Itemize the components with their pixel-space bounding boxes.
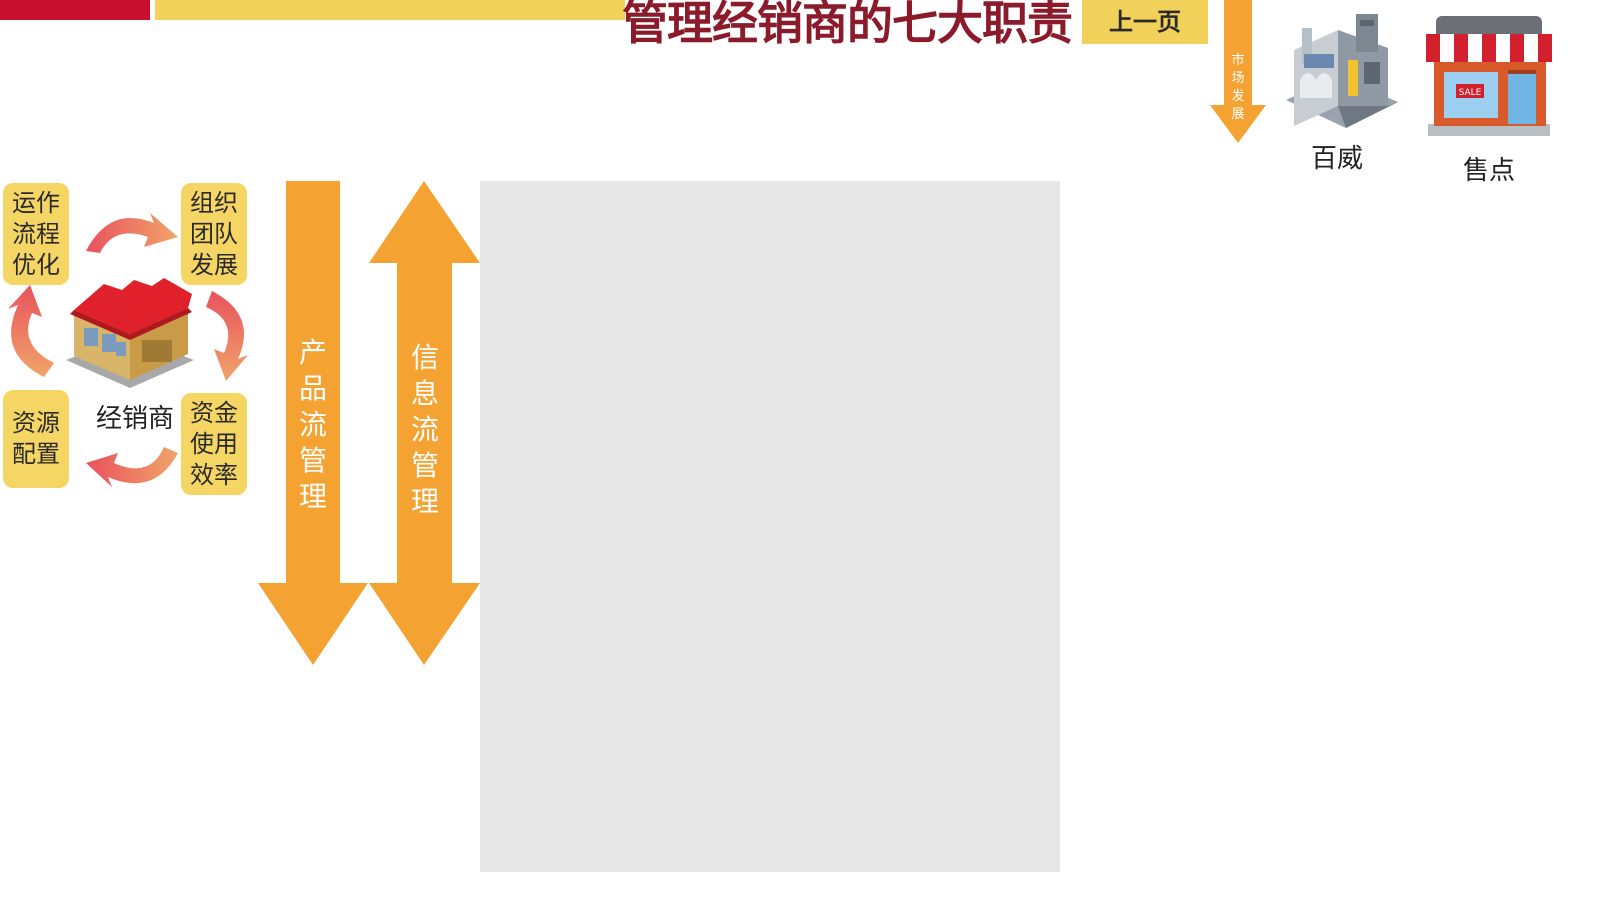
page-title: 管理经销商的七大职责 <box>622 0 1073 50</box>
svg-text:SALE: SALE <box>1459 88 1482 98</box>
warehouse-icon <box>66 278 194 388</box>
previous-page-button[interactable]: 上一页 <box>1082 0 1208 44</box>
market-down-arrow-icon <box>1210 0 1266 143</box>
cycle-arrow-right <box>206 291 248 381</box>
store-icon: SALE <box>1426 16 1552 136</box>
cycle-arrow-top <box>86 213 178 253</box>
capital-efficiency-pill: 资金 使用 效率 <box>181 393 247 495</box>
product-flow-arrow <box>258 181 368 665</box>
cycle-arrow-left <box>8 285 54 377</box>
yellow-accent-bar <box>155 0 625 20</box>
cycle-arrows <box>8 213 248 487</box>
market-development-label: 市 场 发 展 <box>1231 53 1245 122</box>
resource-allocation-pill: 资源 配置 <box>3 390 69 488</box>
brewery-icon <box>1286 14 1398 128</box>
content-panel <box>480 181 1060 872</box>
team-development-pill: 组织 团队 发展 <box>181 183 247 285</box>
outlet-label: 售点 <box>1462 156 1515 186</box>
ops-process-optimization-pill: 运作 流程 优化 <box>3 183 69 285</box>
budweiser-label: 百威 <box>1310 144 1363 174</box>
info-flow-arrow <box>369 181 480 665</box>
red-accent-bar <box>0 0 150 20</box>
product-flow-label: 产 品 流 管 理 <box>298 336 327 513</box>
cycle-arrow-bottom <box>86 447 178 487</box>
distributor-label: 经销商 <box>95 404 174 434</box>
info-flow-label: 信 息 流 管 理 <box>410 341 439 518</box>
